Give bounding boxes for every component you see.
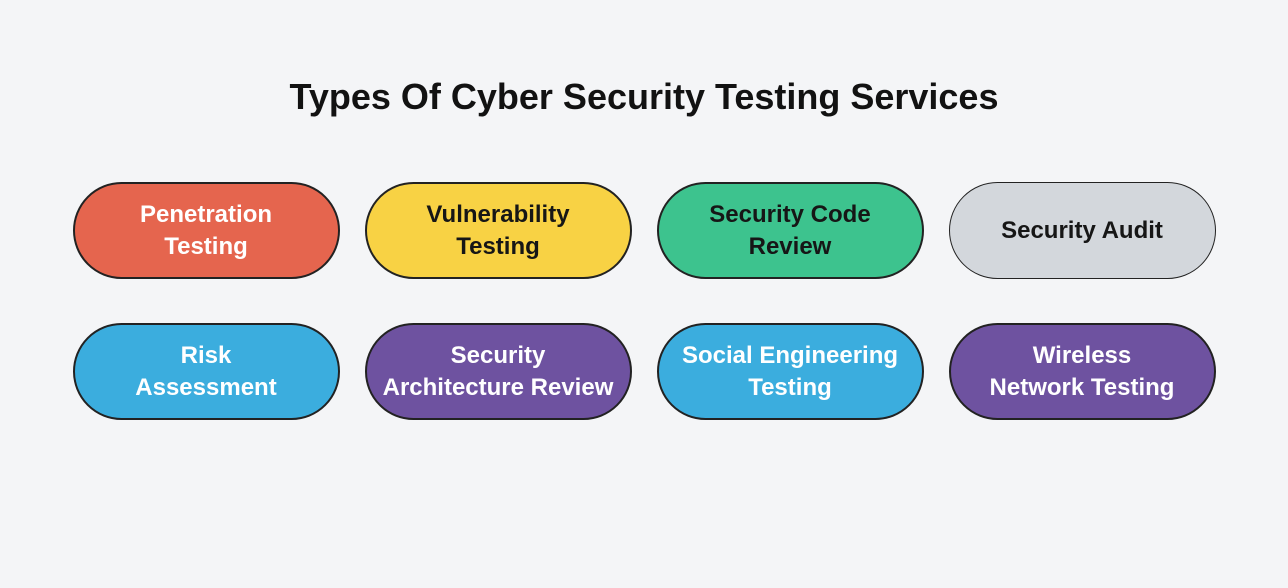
card-wireless-network-testing: Wireless Network Testing [948, 323, 1216, 420]
card-social-engineering-testing: Social Engineering Testing [656, 323, 924, 420]
card-security-architecture-review: Security Architecture Review [364, 323, 632, 420]
card-penetration-testing: Penetration Testing [72, 182, 340, 279]
card-security-audit: Security Audit [948, 182, 1216, 279]
page-title: Types Of Cyber Security Testing Services [289, 76, 999, 117]
card-vulnerability-testing: Vulnerability Testing [364, 182, 632, 279]
card-risk-assessment: Risk Assessment [72, 323, 340, 420]
card-security-code-review: Security Code Review [656, 182, 924, 279]
